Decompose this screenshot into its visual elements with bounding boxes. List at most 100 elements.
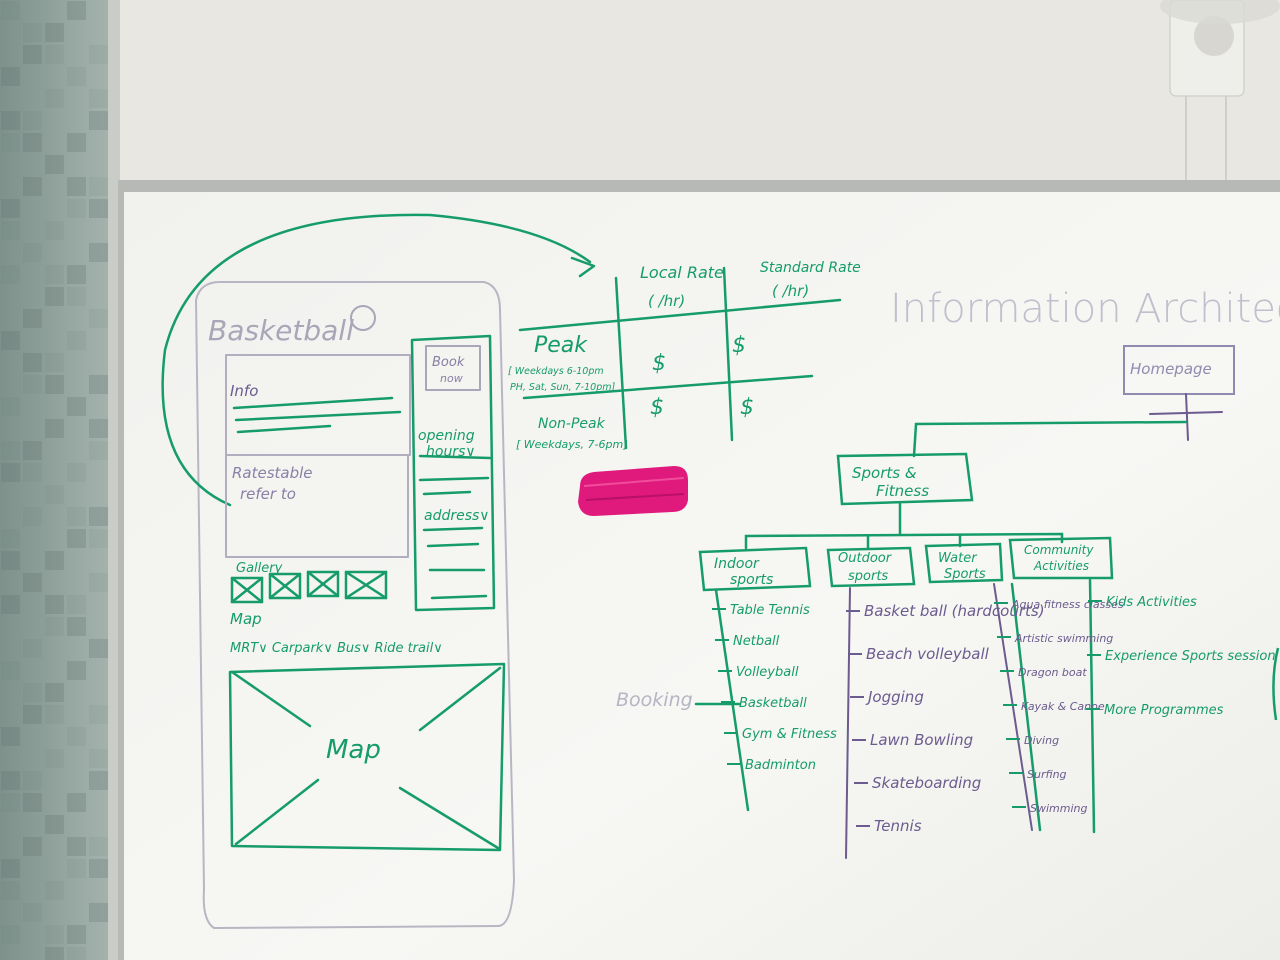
indoor-sport-item: Gym & Fitness xyxy=(742,727,837,742)
window-tile xyxy=(23,353,42,372)
window-tile xyxy=(67,859,86,878)
window-tile xyxy=(1,881,20,900)
window-tile xyxy=(1,441,20,460)
indoor-sport-item: Table Tennis xyxy=(730,603,810,618)
window-tile xyxy=(89,749,108,768)
window-tile xyxy=(89,309,108,328)
community-line1: Community xyxy=(1024,543,1094,557)
wireframe-sketch xyxy=(161,213,596,929)
address-label: address∨ xyxy=(424,508,490,524)
gallery-label: Gallery xyxy=(236,561,283,576)
rates-label: Ratestable xyxy=(232,464,313,482)
nonpeak-label: Non-Peak xyxy=(538,416,606,432)
window-tile xyxy=(1,925,20,944)
window-tile xyxy=(89,375,108,394)
window-tile xyxy=(23,375,42,394)
map-small-label: Map xyxy=(230,610,262,628)
water-sport-item: Artistic swimming xyxy=(1014,632,1113,645)
window-tile xyxy=(45,45,64,64)
standard-rate-label: Standard Rate xyxy=(760,260,861,276)
window-tile xyxy=(89,529,108,548)
transport-options: MRT∨ Carpark∨ Bus∨ Ride trail∨ xyxy=(230,641,443,656)
window-tile xyxy=(1,133,20,152)
window-tile xyxy=(45,705,64,724)
whiteboard-eraser xyxy=(578,466,688,516)
window-tile xyxy=(67,617,86,636)
window-tile xyxy=(1,595,20,614)
window-tile xyxy=(1,221,20,240)
ia-tree-lines xyxy=(694,345,1235,859)
window-tile xyxy=(89,859,108,878)
window-tile xyxy=(89,177,108,196)
window-tile xyxy=(45,155,64,174)
glass-window xyxy=(0,0,120,960)
book-now-line1: Book xyxy=(432,355,465,370)
window-tile xyxy=(89,837,108,856)
sports-fitness-line1: Sports & xyxy=(852,464,917,482)
outdoor-sport-item: Lawn Bowling xyxy=(870,731,973,749)
window-tile xyxy=(67,67,86,86)
window-tile xyxy=(67,661,86,680)
ia-heading-group: Information Architecture xyxy=(890,286,1280,332)
window-tile xyxy=(89,45,108,64)
window-tile xyxy=(45,419,64,438)
window-tile xyxy=(23,45,42,64)
window-tile xyxy=(67,793,86,812)
local-rate-unit: ( /hr) xyxy=(648,292,685,310)
outdoor-sport-item: Tennis xyxy=(874,817,922,835)
water-sport-item: Dragon boat xyxy=(1018,666,1087,679)
window-tile xyxy=(45,551,64,570)
outdoor-sport-item: Beach volleyball xyxy=(866,645,990,663)
standard-rate-unit: ( /hr) xyxy=(772,282,809,300)
window-tile xyxy=(45,23,64,42)
booking-label: Booking xyxy=(616,689,693,711)
ia-tree-labels: Homepage Sports & Fitness Indoor sports … xyxy=(616,360,1212,711)
water-sports-line2: Sports xyxy=(944,567,986,582)
window-tile xyxy=(89,111,108,130)
indoor-sports-line2: sports xyxy=(730,572,773,588)
window-tile xyxy=(45,89,64,108)
window-tile xyxy=(45,595,64,614)
window-tile xyxy=(1,727,20,746)
rate-table xyxy=(518,266,842,450)
window-tile xyxy=(23,243,42,262)
peak-note-weekdays: [ Weekdays 6-10pm xyxy=(508,366,604,377)
wall-fan xyxy=(1160,0,1280,282)
window-tile xyxy=(45,617,64,636)
window-tile xyxy=(45,485,64,504)
sports-fitness-line2: Fitness xyxy=(876,482,929,500)
window-tile xyxy=(23,23,42,42)
window-tile xyxy=(23,177,42,196)
wireframe-labels: Basketball Info Ratestable refer to Gall… xyxy=(208,314,490,765)
window-tile xyxy=(1,771,20,790)
water-sport-item: Kayak & Canoe xyxy=(1021,700,1105,713)
water-sports-line1: Water xyxy=(938,551,978,566)
window-tile xyxy=(23,793,42,812)
indoor-sport-item: Basketball xyxy=(739,696,807,711)
community-line2: Activities xyxy=(1033,559,1089,573)
window-tile xyxy=(23,771,42,790)
community-activity-item: Experience Sports session xyxy=(1105,649,1276,664)
window-tile xyxy=(67,529,86,548)
rate-table-labels: Local Rate ( /hr) Standard Rate ( /hr) P… xyxy=(508,260,861,451)
refer-label: refer to xyxy=(240,485,296,503)
window-tile xyxy=(45,353,64,372)
water-sport-item: Diving xyxy=(1024,734,1059,747)
window-tile xyxy=(45,683,64,702)
outdoor-sports-line1: Outdoor xyxy=(838,551,893,566)
water-sport-item: Swimming xyxy=(1030,802,1087,815)
book-now-line2: now xyxy=(440,372,463,385)
window-tile xyxy=(89,573,108,592)
window-tile xyxy=(23,463,42,482)
window-tile xyxy=(23,111,42,130)
window-tile xyxy=(45,815,64,834)
window-tile xyxy=(67,287,86,306)
window-tile xyxy=(1,331,20,350)
window-tile xyxy=(1,199,20,218)
window-tile xyxy=(67,837,86,856)
window-tile xyxy=(1,859,20,878)
window-tile xyxy=(67,331,86,350)
window-tile xyxy=(89,199,108,218)
